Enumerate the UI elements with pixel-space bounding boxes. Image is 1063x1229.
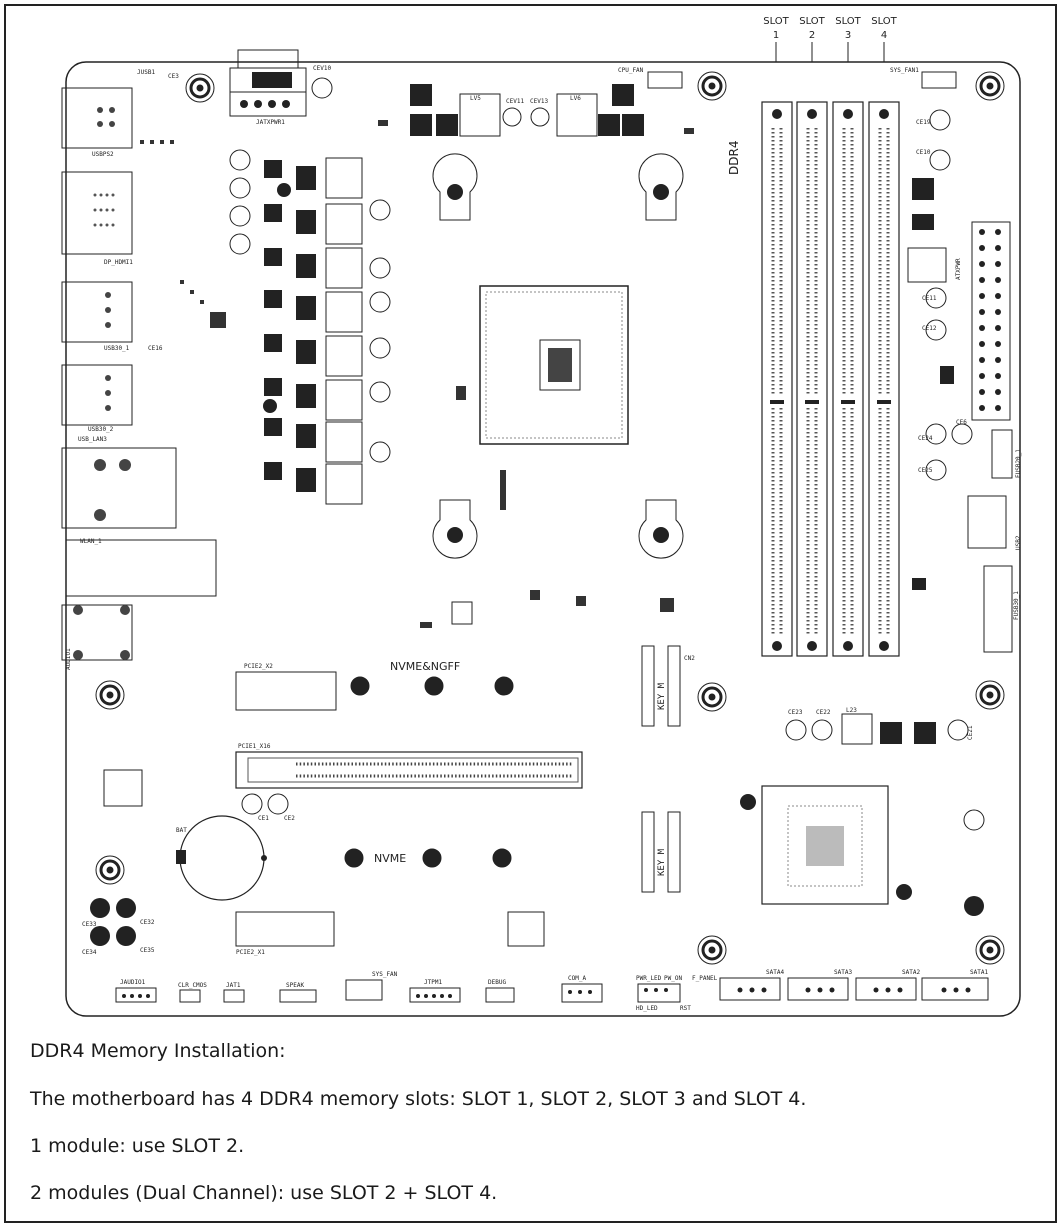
label-usb30-1: USB30_1	[104, 345, 130, 352]
label-cev10: CEV10	[313, 65, 331, 72]
board-outline	[65, 61, 1021, 1017]
dimm-slot-2	[796, 101, 828, 657]
label-ce3: CE3	[168, 73, 179, 80]
label-key-m-2: KEY M	[657, 848, 667, 876]
label-bat: BAT	[176, 827, 187, 834]
slot-labels: SLOT 1 SLOT 2 SLOT 3 SLOT 4	[763, 16, 897, 41]
label-ce19: CE19	[916, 119, 931, 126]
pcie2-x2-slot	[235, 671, 337, 711]
label-sata1: SATA1	[970, 969, 988, 976]
label-audio1: AUDIO1	[65, 648, 72, 670]
dimm-slot-3	[832, 101, 864, 657]
label-pcie2-x1: PCIE2_X1	[236, 949, 265, 956]
slot-2-label: SLOT	[799, 16, 825, 27]
caption-title: DDR4 Memory Installation:	[30, 1040, 286, 1062]
rear-io	[61, 87, 217, 661]
label-ce35: CE35	[140, 947, 155, 954]
label-sata2: SATA2	[902, 969, 920, 976]
label-sata4: SATA4	[766, 969, 784, 976]
label-fusb30-1: FUSB30_1	[1013, 591, 1020, 620]
label-debug: DEBUG	[488, 979, 506, 986]
label-speak: SPEAK	[286, 982, 304, 989]
label-rst: RST	[680, 1005, 691, 1012]
slot-1-label: SLOT	[763, 16, 789, 27]
label-ce23: CE23	[788, 709, 803, 716]
pcie1-x16-slot	[235, 751, 583, 789]
caption-line2: 1 module: use SLOT 2.	[30, 1135, 245, 1157]
label-ce6: CE6	[956, 419, 967, 426]
label-lv6: LV6	[570, 95, 581, 102]
label-pw-on: PW_ON	[664, 975, 682, 982]
label-f-panel: F_PANEL	[692, 975, 718, 982]
label-sata3: SATA3	[834, 969, 852, 976]
label-atxpwr: ATXPWR	[955, 258, 962, 280]
slot-3-label: SLOT	[835, 16, 861, 27]
label-ce21: CE21	[967, 725, 974, 740]
dimm-slot-4	[868, 101, 900, 657]
label-pcie1-x16: PCIE1_X16	[238, 743, 271, 750]
label-fusb20-1: FUSB20_1	[1015, 449, 1022, 478]
label-pwr-led: PWR_LED	[636, 975, 662, 982]
label-com-a: COM_A	[568, 975, 586, 982]
slot-4-label: SLOT	[871, 16, 897, 27]
label-jat1: JAT1	[226, 982, 241, 989]
label-usb30-2: USB30_2	[88, 426, 114, 433]
slot-1-number: 1	[773, 30, 779, 41]
motherboard-diagram: SLOT 1 SLOT 2 SLOT 3 SLOT 4 JUSB1 CE3 US…	[61, 16, 1022, 1017]
label-key-m-1: KEY M	[657, 682, 667, 710]
label-cev13: CEV13	[530, 98, 548, 105]
label-dp-hdmi1: DP_HDMI1	[104, 259, 133, 266]
label-ce12: CE12	[922, 325, 937, 332]
label-jusb1: JUSB1	[137, 69, 155, 76]
label-clr-cmos: CLR_CMOS	[178, 982, 207, 989]
slot-2-number: 2	[809, 30, 815, 41]
label-ce33: CE33	[82, 921, 97, 928]
caption-line1: The motherboard has 4 DDR4 memory slots:…	[30, 1088, 807, 1110]
label-jatxpwr1: JATXPWR1	[256, 119, 285, 126]
mount-holes	[95, 71, 1005, 965]
label-pcie2-x2: PCIE2_X2	[244, 663, 273, 670]
label-usb-lan3: USB_LAN3	[78, 436, 107, 443]
label-cpu-fan: CPU_FAN	[618, 67, 644, 74]
label-ce2: CE2	[284, 815, 295, 822]
label-usb2: USB2	[1015, 535, 1022, 550]
pcie2-x1-slot	[235, 911, 335, 947]
label-sys-fan: SYS_FAN	[372, 971, 398, 978]
dimm-slot-1	[761, 101, 793, 657]
label-cev11: CEV11	[506, 98, 524, 105]
label-ce11: CE11	[922, 295, 937, 302]
caption-line3: 2 modules (Dual Channel): use SLOT 2 + S…	[30, 1182, 498, 1204]
label-jtpm1: JTPM1	[424, 979, 442, 986]
label-wlan-1: WLAN_1	[80, 538, 102, 545]
label-usbps2: USBPS2	[92, 151, 114, 158]
label-ce16: CE16	[148, 345, 163, 352]
slot-3-number: 3	[845, 30, 851, 41]
nvme-ngff-label: NVME&NGFF	[390, 660, 460, 673]
label-ce32: CE32	[140, 919, 155, 926]
slot-4-number: 4	[881, 30, 887, 41]
label-hd-led: HD_LED	[636, 1005, 658, 1012]
nvme-label: NVME	[374, 852, 406, 865]
label-lv5: LV5	[470, 95, 481, 102]
label-sys-fan1: SYS_FAN1	[890, 67, 919, 74]
chipset	[761, 785, 889, 905]
label-cn2: CN2	[684, 655, 695, 662]
label-ce1: CE1	[258, 815, 269, 822]
cpu-socket	[479, 285, 629, 445]
label-ce10: CE10	[916, 149, 931, 156]
label-ce22: CE22	[816, 709, 831, 716]
dimm-slots	[761, 101, 900, 657]
label-ce24: CE24	[918, 435, 933, 442]
label-jaudio1: JAUDIO1	[120, 979, 146, 986]
label-ce34: CE34	[82, 949, 97, 956]
ddr4-label: DDR4	[727, 141, 741, 175]
label-l23: L23	[846, 707, 857, 714]
label-ce25: CE25	[918, 467, 933, 474]
